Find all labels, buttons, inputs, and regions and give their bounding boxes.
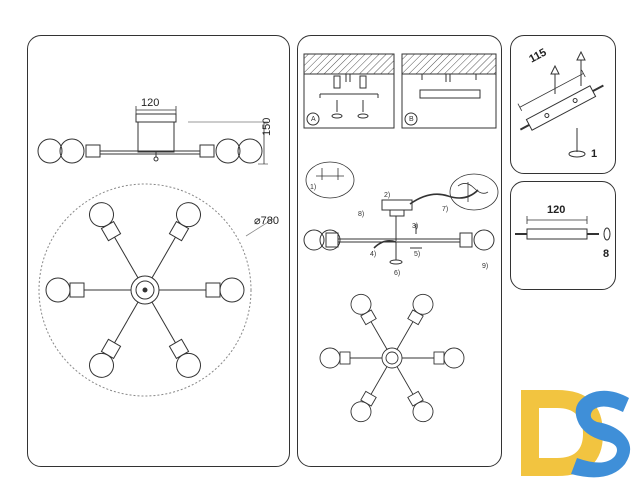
arm-left xyxy=(45,277,131,303)
bulb-right-outer xyxy=(237,138,263,164)
arm-bottom-left xyxy=(89,301,139,378)
arm-right xyxy=(159,277,245,303)
sub-label-b: B xyxy=(409,116,414,123)
detail-circles xyxy=(305,161,499,211)
bulb-left-outer xyxy=(37,138,63,164)
plate-dim-label: 120 xyxy=(547,204,566,216)
sub-label-a: A xyxy=(311,116,316,123)
step-8: 8) xyxy=(358,211,365,218)
dimensions-drawing xyxy=(37,106,274,397)
bulb-right-inner xyxy=(215,138,241,164)
sub-diagram-a xyxy=(303,53,395,129)
ds-logo xyxy=(517,384,635,478)
plate-step-label: 8 xyxy=(603,248,610,260)
step-1: 1) xyxy=(310,184,317,191)
ceiling-plate xyxy=(135,113,177,123)
socket-right xyxy=(199,144,215,158)
drill-step-label: 1 xyxy=(591,148,598,160)
sub-diagram-b xyxy=(401,53,497,129)
plate-drawing xyxy=(515,216,611,241)
bulb-left-inner xyxy=(59,138,85,164)
ds-logo-mark xyxy=(521,390,631,478)
height-label: 150 xyxy=(261,117,273,136)
hub-outer xyxy=(130,275,160,305)
step-5: 5) xyxy=(414,251,421,258)
assembly-panel: A B 1) 2) 3) 4) 5) 6) 7) 8) 9) xyxy=(297,35,502,467)
step-2: 2) xyxy=(384,192,391,199)
diameter-circle xyxy=(38,183,252,397)
socket-left xyxy=(85,144,101,158)
arm-top-right xyxy=(151,202,201,279)
dimensions-panel: 120 150 ⌀780 xyxy=(27,35,290,467)
mid-assembly xyxy=(303,189,495,265)
side-view xyxy=(37,106,268,165)
drilling-drawing xyxy=(517,50,604,158)
assembly-drawing xyxy=(303,53,499,423)
width-label: 120 xyxy=(141,97,160,109)
step-4: 4) xyxy=(370,251,377,258)
drilling-panel: 115 1 xyxy=(510,35,616,174)
step-7: 7) xyxy=(442,206,449,213)
arm-top-left xyxy=(89,202,139,279)
step-9: 9) xyxy=(482,263,489,270)
arm-bottom-right xyxy=(151,301,201,378)
hub-inner xyxy=(135,280,155,300)
top-view xyxy=(38,183,274,397)
step-3: 3) xyxy=(412,223,419,230)
hub-center xyxy=(142,287,148,293)
canopy xyxy=(137,121,175,153)
step-6: 6) xyxy=(394,270,401,277)
plate-panel: 120 8 xyxy=(510,181,616,290)
bottom-top-view xyxy=(319,293,465,423)
diameter-label: ⌀780 xyxy=(254,215,279,227)
